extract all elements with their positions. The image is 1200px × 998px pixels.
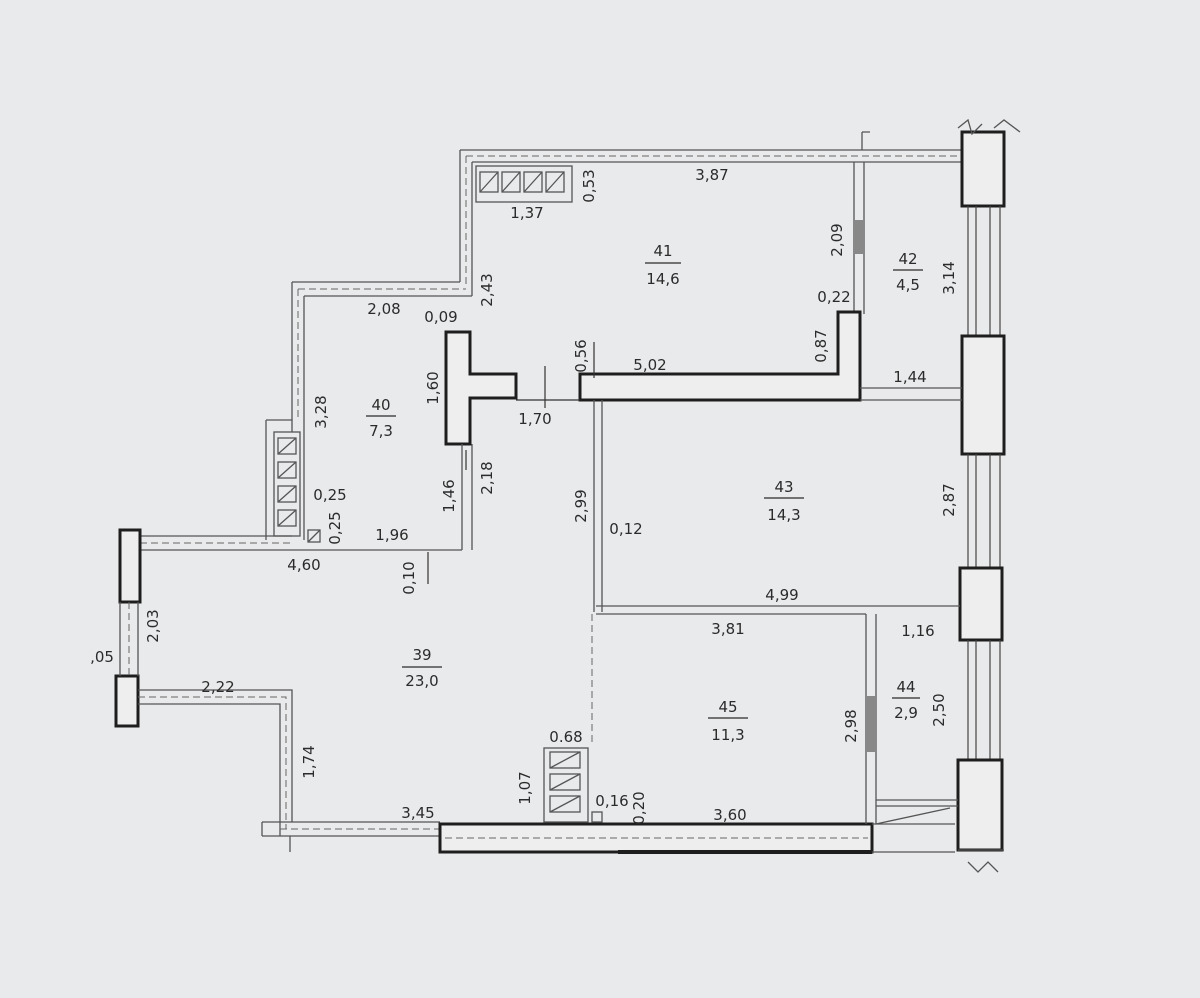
room-45-number: 45 [718, 698, 737, 716]
dim-0-09: 0,09 [424, 308, 457, 326]
room-40-area: 7,3 [369, 422, 393, 440]
dim-2-99: 2,99 [572, 489, 590, 522]
room-labels: 39 23,0 40 7,3 41 14,6 42 4,5 43 14,3 44… [366, 242, 923, 744]
dim-3-14: 3,14 [940, 261, 958, 294]
dim-1-37: 1,37 [510, 204, 543, 222]
room-43: 43 14,3 [764, 478, 804, 524]
room-41-number: 41 [653, 242, 672, 260]
dim-2-08: 2,08 [367, 300, 400, 318]
room-44-number: 44 [896, 678, 915, 696]
room-39: 39 23,0 [402, 646, 442, 690]
room-39-area: 23,0 [405, 672, 438, 690]
dim-0-22: 0,22 [817, 288, 850, 306]
dim-3-87: 3,87 [695, 166, 728, 184]
dim-2-18: 2,18 [478, 461, 496, 494]
room-43-number: 43 [774, 478, 793, 496]
dim-0-87: 0,87 [812, 329, 830, 362]
dim-1-46: 1,46 [440, 479, 458, 512]
right-exterior-wall [956, 118, 1021, 873]
dim-2-22: 2,22 [201, 678, 234, 696]
dim-1-07: 1,07 [516, 771, 534, 804]
dim-0-25-vertical: 0,25 [326, 511, 344, 544]
dim-1-16: 1,16 [901, 622, 934, 640]
room-41-area: 14,6 [646, 270, 679, 288]
dim-3-45: 3,45 [401, 804, 434, 822]
dim-4-60: 4,60 [287, 556, 320, 574]
ventilation-shafts [273, 165, 603, 823]
outer-walls [114, 131, 968, 854]
dim-0-25-horizontal: 0,25 [313, 486, 346, 504]
dim-2-43: 2,43 [478, 273, 496, 306]
dim-1-60: 1,60 [424, 371, 442, 404]
room-39-number: 39 [412, 646, 431, 664]
room-44: 44 2,9 [892, 678, 920, 722]
dim-0-56: 0,56 [572, 339, 590, 372]
dim-0-16: 0,16 [595, 792, 628, 810]
dim-0-20: 0,20 [630, 791, 648, 824]
dim-0-12: 0,12 [609, 520, 642, 538]
dimension-ticks [427, 342, 595, 584]
room-40: 40 7,3 [366, 396, 396, 440]
dim-2-50: 2,50 [930, 693, 948, 726]
dim-3-60: 3,60 [713, 806, 746, 824]
dim-2-98: 2,98 [842, 709, 860, 742]
dim-2-09: 2,09 [828, 223, 846, 256]
dim-2-87: 2,87 [940, 483, 958, 516]
room-42-area: 4,5 [896, 276, 920, 294]
dim-3-28: 3,28 [312, 395, 330, 428]
dim-1-74: 1,74 [300, 745, 318, 778]
room-43-area: 14,3 [767, 506, 800, 524]
dim-5-02: 5,02 [633, 356, 666, 374]
dim-05: ,05 [90, 648, 114, 666]
room-45: 45 11,3 [708, 698, 748, 744]
dim-0-68: 0.68 [549, 728, 582, 746]
room-42: 42 4,5 [893, 250, 923, 294]
dim-3-81: 3,81 [711, 620, 744, 638]
dim-1-70: 1,70 [518, 410, 551, 428]
room-45-area: 11,3 [711, 726, 744, 744]
interior-walls [444, 162, 962, 825]
dim-1-96: 1,96 [375, 526, 408, 544]
room-41: 41 14,6 [645, 242, 681, 288]
dim-1-44: 1,44 [893, 368, 926, 386]
dim-2-03: 2,03 [144, 609, 162, 642]
room-40-number: 40 [371, 396, 390, 414]
room-44-area: 2,9 [894, 704, 918, 722]
dim-4-99: 4,99 [765, 586, 798, 604]
room-42-number: 42 [898, 250, 917, 268]
dimension-labels: 3,87 1,37 0,53 2,09 3,14 0,22 0,87 2,43 … [90, 166, 958, 825]
dim-0-53: 0,53 [580, 169, 598, 202]
dim-0-10: 0,10 [400, 561, 418, 594]
